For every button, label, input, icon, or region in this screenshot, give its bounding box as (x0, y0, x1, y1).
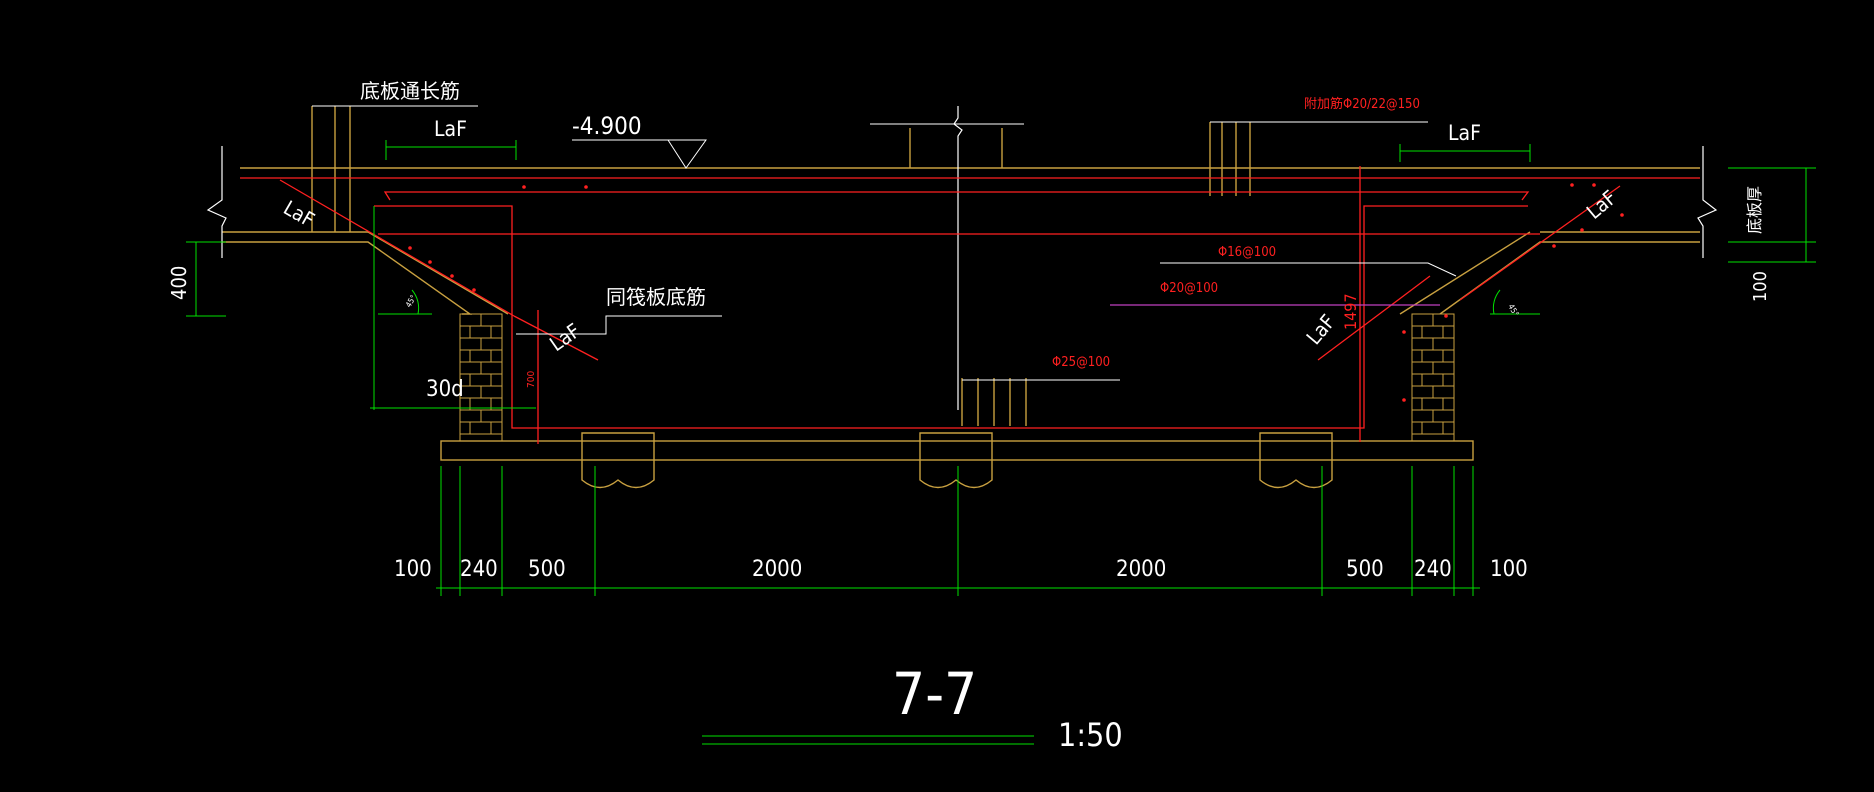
dim-label-6: 500 (1346, 557, 1384, 582)
dim-label-5: 2000 (1116, 557, 1166, 582)
dim-label-1: 100 (394, 557, 432, 582)
label-rebar-25: Φ25@100 (1052, 355, 1110, 370)
pit-slope-right (1399, 231, 1531, 315)
pit-base-slab (440, 440, 1474, 461)
leader-raft-bottom-rebar (516, 315, 722, 335)
angle-arc-left (411, 289, 420, 315)
elevation-marker (572, 139, 707, 169)
label-dim-700: 700 (526, 371, 537, 388)
angle-arc-right (1492, 289, 1501, 315)
label-elevation: -4.900 (572, 112, 642, 140)
label-bottom-slab-rebar: 底板通长筋 (360, 79, 460, 103)
rebar-dots (408, 183, 1624, 402)
break-right (1697, 146, 1718, 258)
label-30d: 30d (426, 377, 464, 402)
right-slope-bar (1459, 185, 1621, 301)
pile-left (581, 432, 655, 489)
label-depth-1497: 1497 (1341, 293, 1360, 330)
left-laf-bar (513, 315, 599, 361)
label-rebar-16: Φ16@100 (1218, 245, 1276, 260)
label-additional-rebar: 附加筋Φ20/22@150 (1304, 96, 1420, 112)
dim-label-7: 240 (1414, 557, 1452, 582)
dimension-lines (186, 140, 1816, 745)
slab-outline (222, 106, 1700, 489)
section-title: 7-7 (892, 660, 977, 728)
right-laf-bar (1317, 275, 1431, 361)
label-dim-400: 400 (167, 266, 191, 300)
brick-wall-left (459, 313, 503, 442)
label-raft-bottom-rebar: 同筏板底筋 (606, 285, 706, 309)
leader-lines (312, 105, 1457, 381)
break-symbols (206, 106, 1718, 410)
pit-inner-rebar (374, 205, 1528, 429)
center-break (953, 106, 963, 410)
left-slope-bar (279, 179, 515, 317)
section-scale: 1:50 (1058, 716, 1123, 754)
label-dim-100-right: 100 (1750, 271, 1771, 302)
brick-right-courses (1412, 314, 1454, 435)
top-rebar-lower (383, 191, 1530, 201)
leader-rebar-16 (1160, 262, 1457, 277)
dim-label-4: 2000 (752, 557, 802, 582)
pile-right (1259, 432, 1333, 489)
brick-left-courses (460, 314, 502, 435)
label-laf-top-right: LaF (1448, 121, 1481, 145)
rebar-lines (240, 166, 1700, 444)
label-rebar-20: Φ20@100 (1160, 281, 1218, 296)
pit-slope-left (367, 231, 509, 315)
label-slab-thickness: 底板厚 (1745, 186, 1764, 234)
pile-center (919, 432, 993, 489)
label-laf-top-left: LaF (434, 117, 467, 141)
dim-label-2: 240 (460, 557, 498, 582)
break-left (206, 146, 227, 258)
dim-label-8: 100 (1490, 557, 1528, 582)
brick-wall-right (1411, 313, 1455, 442)
dim-label-3: 500 (528, 557, 566, 582)
